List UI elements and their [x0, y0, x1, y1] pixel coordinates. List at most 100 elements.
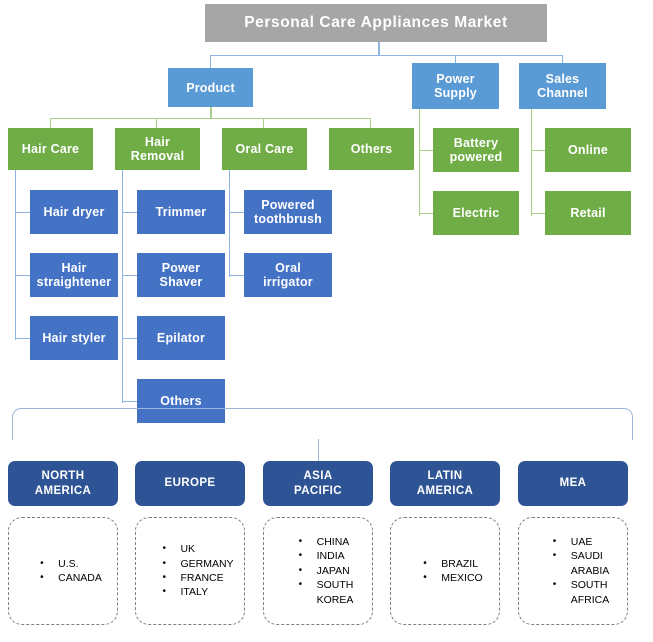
leaf-node-hair-dryer-label: Hair dryer	[43, 205, 105, 219]
leaf-node-oral-irrigator-label: Oral irrigator	[263, 261, 313, 289]
country-item: GERMANY	[162, 557, 233, 571]
region-card-mea: UAE SAUDI ARABIA SOUTH AFRICA	[518, 517, 628, 625]
leaf-node-hair-styler-label: Hair styler	[42, 331, 106, 345]
connector-level1-drop-sales-channel	[562, 55, 563, 68]
connector-hair-care-spine	[15, 170, 16, 340]
leaf-node-online-label: Online	[567, 143, 609, 157]
country-item: BRAZIL	[423, 557, 482, 571]
country-item: FRANCE	[162, 571, 233, 585]
country-item: ITALY	[162, 585, 233, 599]
country-list-mea: UAE SAUDI ARABIA SOUTH AFRICA	[537, 535, 610, 607]
connector-sales-channel-elbow-2	[531, 213, 545, 214]
leaf-node-epilator-label: Epilator	[156, 331, 206, 345]
leaf-node-hair-straightener-label: Hair straightener	[36, 261, 112, 289]
segment-node-others-label: Others	[350, 142, 393, 156]
leaf-node-electric: Electric	[433, 191, 519, 235]
region-card-north-america: U.S. CANADA	[8, 517, 118, 625]
segment-node-hair-care: Hair Care	[8, 128, 93, 170]
level1-node-power-supply-label: Power Supply	[434, 72, 477, 100]
country-item: INDIA	[299, 549, 354, 563]
connector-hair-care-elbow-2	[15, 275, 30, 276]
leaf-node-retail-label: Retail	[570, 206, 606, 220]
connector-hair-removal-spine	[122, 170, 123, 403]
region-header-north-america-label: NORTH AMERICA	[34, 470, 92, 497]
connector-hair-care-elbow-3	[15, 338, 30, 339]
leaf-node-battery-powered-label: Battery powered	[449, 136, 503, 164]
segment-node-hair-care-label: Hair Care	[21, 142, 80, 156]
leaf-node-hair-removal-others: Others	[137, 379, 225, 423]
leaf-node-electric-label: Electric	[452, 206, 500, 220]
leaf-node-battery-powered: Battery powered	[433, 128, 519, 172]
level1-node-sales-channel-label: Sales Channel	[537, 72, 588, 100]
segment-node-hair-removal-label: Hair Removal	[130, 135, 185, 163]
region-header-latin-america-label: LATIN AMERICA	[416, 470, 474, 497]
connector-level1-bus	[210, 55, 563, 56]
level1-node-sales-channel: Sales Channel	[519, 63, 606, 109]
country-item: SOUTH KOREA	[299, 578, 354, 607]
connector-root-stem	[378, 42, 380, 56]
country-item: SAUDI ARABIA	[553, 549, 610, 578]
country-list-latin-america: BRAZIL MEXICO	[407, 557, 482, 586]
segment-node-others: Others	[329, 128, 414, 170]
level1-node-product-label: Product	[186, 80, 235, 95]
leaf-node-epilator: Epilator	[137, 316, 225, 360]
connector-product-drop-others	[370, 118, 371, 128]
region-header-europe-label: EUROPE	[164, 477, 216, 490]
leaf-node-retail: Retail	[545, 191, 631, 235]
leaf-node-power-shaver: Power Shaver	[137, 253, 225, 297]
leaf-node-hair-removal-others-label: Others	[160, 394, 202, 408]
connector-sales-channel-elbow-1	[531, 150, 545, 151]
leaf-node-powered-toothbrush: Powered toothbrush	[244, 190, 332, 234]
connector-sales-channel-spine	[531, 109, 532, 216]
leaf-node-hair-dryer: Hair dryer	[30, 190, 118, 234]
leaf-node-hair-straightener: Hair straightener	[30, 253, 118, 297]
leaf-node-hair-styler: Hair styler	[30, 316, 118, 360]
connector-hair-removal-elbow-2	[122, 275, 137, 276]
leaf-node-powered-toothbrush-label: Powered toothbrush	[254, 198, 322, 226]
region-header-europe: EUROPE	[135, 461, 245, 506]
level1-node-power-supply: Power Supply	[412, 63, 499, 109]
leaf-node-trimmer-label: Trimmer	[155, 205, 207, 219]
segment-node-oral-care-label: Oral Care	[235, 142, 294, 156]
connector-hair-removal-elbow-1	[122, 212, 137, 213]
connector-oral-care-elbow-1	[229, 212, 244, 213]
region-card-europe: UK GERMANY FRANCE ITALY	[135, 517, 245, 625]
connector-product-bus	[50, 118, 371, 119]
region-header-mea-label: MEA	[559, 477, 587, 490]
region-header-asia-pacific-label: ASIA PACIFIC	[294, 470, 342, 497]
connector-product-drop-hair-removal	[156, 118, 157, 128]
connector-hair-removal-elbow-4	[122, 401, 137, 402]
country-list-north-america: U.S. CANADA	[24, 557, 102, 586]
segment-node-hair-removal: Hair Removal	[115, 128, 200, 170]
leaf-node-power-shaver-label: Power Shaver	[159, 261, 203, 289]
connector-power-supply-elbow-1	[419, 150, 433, 151]
region-header-mea: MEA	[518, 461, 628, 506]
region-card-latin-america: BRAZIL MEXICO	[390, 517, 500, 625]
country-item: U.S.	[40, 557, 102, 571]
country-item: SOUTH AFRICA	[553, 578, 610, 607]
connector-product-drop-hair-care	[50, 118, 51, 128]
leaf-node-oral-irrigator: Oral irrigator	[244, 253, 332, 297]
connector-product-stem	[210, 107, 212, 119]
country-item: UK	[162, 542, 233, 556]
country-list-europe: UK GERMANY FRANCE ITALY	[146, 542, 233, 600]
region-header-latin-america: LATIN AMERICA	[390, 461, 500, 506]
country-list-asia-pacific: CHINA INDIA JAPAN SOUTH KOREA	[283, 535, 354, 607]
country-item: CANADA	[40, 571, 102, 585]
country-item: JAPAN	[299, 564, 354, 578]
connector-power-supply-elbow-2	[419, 213, 433, 214]
country-item: CHINA	[299, 535, 354, 549]
leaf-node-trimmer: Trimmer	[137, 190, 225, 234]
connector-level1-drop-product	[210, 55, 211, 68]
region-header-asia-pacific: ASIA PACIFIC	[263, 461, 373, 506]
country-item: UAE	[553, 535, 610, 549]
root-node-personal-care-appliances-market: Personal Care Appliances Market	[205, 4, 547, 42]
root-node-label: Personal Care Appliances Market	[244, 14, 508, 32]
region-header-north-america: NORTH AMERICA	[8, 461, 118, 506]
connector-hair-care-elbow-1	[15, 212, 30, 213]
region-card-asia-pacific: CHINA INDIA JAPAN SOUTH KOREA	[263, 517, 373, 625]
segment-node-oral-care: Oral Care	[222, 128, 307, 170]
connector-product-drop-oral-care	[263, 118, 264, 128]
connector-hair-removal-elbow-3	[122, 338, 137, 339]
